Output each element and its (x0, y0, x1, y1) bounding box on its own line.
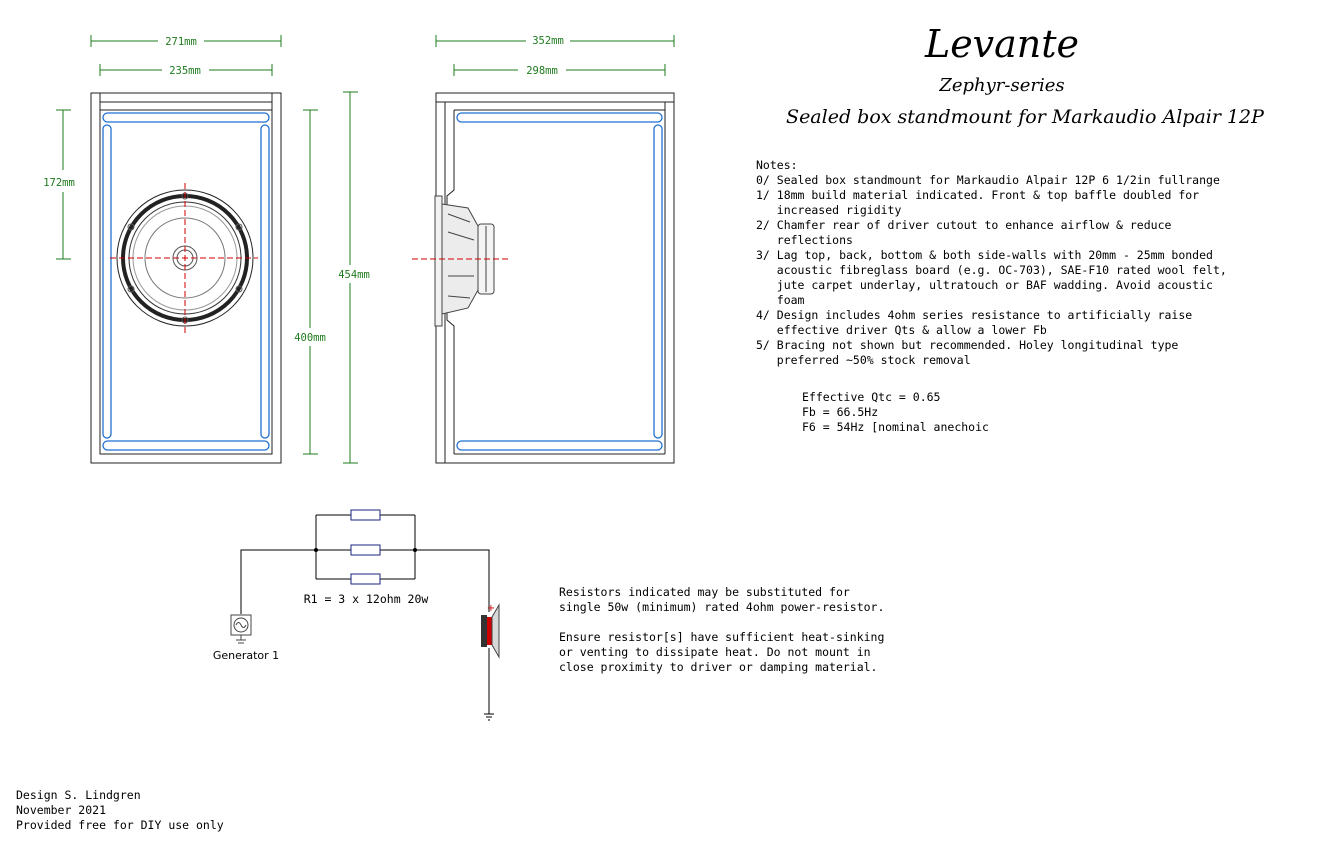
subtitle: Sealed box standmount for Markaudio Alpa… (786, 106, 1265, 128)
text-line: or venting to dissipate heat. Do not mou… (559, 645, 871, 659)
driver-height-label: 172mm (43, 177, 75, 189)
side-damping-lining (456, 112, 663, 451)
front-view: 271mm 235mm 172mm (43, 35, 282, 464)
generator-symbol (230, 614, 252, 644)
side-inner-depth-label: 298mm (526, 65, 558, 77)
front-damping-lining (102, 112, 270, 451)
front-cabinet (90, 92, 282, 464)
side-view: 352mm 298mm (412, 35, 675, 464)
text-line (559, 615, 566, 629)
side-inner-depth-dimension (453, 64, 666, 76)
speaker-plus-sign: + (487, 603, 495, 614)
notes-block: Notes: 0/ Sealed box standmount for Mark… (756, 158, 1227, 367)
front-inner-width-label: 235mm (169, 65, 201, 77)
outer-height-dimension (343, 91, 358, 464)
inner-height-label: 400mm (294, 332, 326, 344)
brand-title: Levante (924, 22, 1079, 66)
driver-height-dimension (56, 109, 71, 260)
text-line: 3/ Lag top, back, bottom & both side-wal… (756, 248, 1213, 262)
text-line: 4/ Design includes 4ohm series resistanc… (756, 308, 1192, 322)
series-title: Zephyr-series (938, 75, 1064, 96)
front-outer-width-label: 271mm (165, 36, 197, 48)
front-driver-centerlines (110, 183, 258, 333)
text-line: Ensure resistor[s] have sufficient heat-… (559, 630, 884, 644)
side-outer-depth-label: 352mm (532, 35, 564, 47)
notes-lines: 0/ Sealed box standmount for Markaudio A… (756, 173, 1227, 367)
resistor-bank (350, 509, 381, 585)
text-line: reflections (756, 233, 853, 247)
text-line: 2/ Chamfer rear of driver cutout to enha… (756, 218, 1171, 232)
outer-height-label: 454mm (338, 269, 370, 281)
front-outer-width-dimension (90, 35, 282, 47)
spec-qtc: Effective Qtc = 0.65 (802, 390, 940, 404)
speaker-symbol (481, 603, 500, 659)
side-outer-depth-dimension (435, 35, 675, 47)
text-line: foam (756, 293, 805, 307)
front-inner-width-dimension (99, 64, 273, 76)
text-line: preferred ~50% stock removal (756, 353, 971, 367)
text-line: jute carpet underlay, ultratouch or BAF … (756, 278, 1213, 292)
spec-f6: F6 = 54Hz [nominal anechoic (802, 420, 989, 434)
junction-right (413, 548, 417, 552)
ground-symbol (484, 713, 494, 721)
generator-label: Generator 1 (213, 649, 279, 662)
text-line: single 50w (minimum) rated 4ohm power-re… (559, 600, 884, 614)
spec-fb: Fb = 66.5Hz (802, 405, 878, 419)
crossover-circuit: R1 = 3 x 12ohm 20w Generator 1 + (213, 509, 500, 721)
side-driver (434, 195, 495, 327)
text-line: 1/ 18mm build material indicated. Front … (756, 188, 1199, 202)
resistor-label: R1 = 3 x 12ohm 20w (304, 592, 429, 606)
text-line: Design S. Lindgren (16, 788, 141, 802)
text-line: acoustic fibreglass board (e.g. OC-703),… (756, 263, 1227, 277)
specs-block: Effective Qtc = 0.65 Fb = 66.5Hz F6 = 54… (802, 390, 989, 434)
text-line: close proximity to driver or damping mat… (559, 660, 878, 674)
resistor-notes: Resistors indicated may be substituted f… (559, 585, 884, 674)
text-line: 5/ Bracing not shown but recommended. Ho… (756, 338, 1178, 352)
text-line: Resistors indicated may be substituted f… (559, 585, 850, 599)
notes-heading: Notes: (756, 158, 798, 172)
inner-height-dimension (303, 109, 318, 455)
text-line: 0/ Sealed box standmount for Markaudio A… (756, 173, 1220, 187)
text-line: effective driver Qts & allow a lower Fb (756, 323, 1047, 337)
circuit-wires (240, 514, 490, 714)
text-line: Provided free for DIY use only (16, 818, 224, 832)
text-line: November 2021 (16, 803, 106, 817)
junction-left (314, 548, 318, 552)
text-line: increased rigidity (756, 203, 901, 217)
